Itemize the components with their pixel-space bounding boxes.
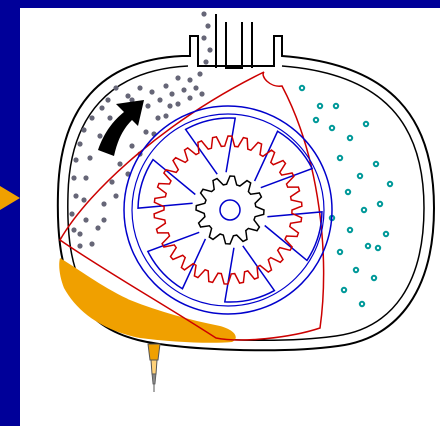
exhaust-bubble: [362, 208, 366, 212]
intake-dot: [167, 103, 172, 108]
rotation-arrow-icon: [98, 100, 144, 156]
intake-dot: [169, 91, 174, 96]
intake-dot: [83, 175, 88, 180]
exhaust-bubble: [358, 174, 362, 178]
intake-dot: [193, 85, 198, 90]
intake-dot: [81, 197, 86, 202]
exhaust-bubble: [346, 190, 350, 194]
intake-dot: [143, 129, 148, 134]
exhaust-bubble: [354, 268, 358, 272]
intake-dot: [117, 161, 122, 166]
exhaust-bubble: [388, 182, 392, 186]
intake-dot: [83, 217, 88, 222]
intake-dot: [205, 23, 210, 28]
exhaust-bubble: [366, 244, 370, 248]
exhaust-bubble: [342, 288, 346, 292]
intake-dot: [73, 193, 78, 198]
exhaust-bubble: [374, 162, 378, 166]
exhaust-bubble: [364, 122, 368, 126]
intake-dot: [107, 115, 112, 120]
intake-dot: [125, 93, 130, 98]
intake-dot: [157, 97, 162, 102]
intake-dot: [113, 85, 118, 90]
exhaust-gases: [300, 86, 392, 306]
intake-dot: [99, 105, 104, 110]
intake-dot: [101, 217, 106, 222]
intake-dot: [71, 227, 76, 232]
exhaust-bubble: [314, 118, 318, 122]
intake-dot: [145, 103, 150, 108]
intake-mixture: [69, 11, 212, 248]
pointer-triangle-icon: [0, 184, 22, 212]
intake-dot: [187, 95, 192, 100]
intake-dot: [97, 133, 102, 138]
intake-dot: [201, 11, 206, 16]
intake-dot: [207, 47, 212, 52]
exhaust-bubble: [384, 232, 388, 236]
intake-port: [216, 14, 252, 68]
intake-dot: [163, 83, 168, 88]
intake-dot: [187, 77, 192, 82]
intake-dot: [105, 97, 110, 102]
exhaust-bubble: [348, 136, 352, 140]
spark-plug-icon: [148, 344, 160, 392]
intake-dot: [199, 91, 204, 96]
diagram-panel: [20, 8, 440, 426]
intake-dot: [201, 35, 206, 40]
exhaust-bubble: [334, 104, 338, 108]
intake-dot: [71, 175, 76, 180]
intake-dot: [77, 231, 82, 236]
rotary-engine-diagram: [20, 8, 440, 426]
intake-dot: [155, 115, 160, 120]
rotor-spoke: [148, 232, 206, 288]
exhaust-bubble: [318, 104, 322, 108]
exhaust-bubble: [338, 250, 342, 254]
intake-dot: [109, 179, 114, 184]
intake-dot: [77, 141, 82, 146]
intake-dot: [203, 59, 208, 64]
intake-dot: [175, 75, 180, 80]
rotor-spoke: [186, 118, 236, 174]
exhaust-bubble: [376, 246, 380, 250]
intake-dot: [89, 115, 94, 120]
intake-dot: [81, 127, 86, 132]
intake-dot: [163, 113, 168, 118]
exhaust-bubble: [330, 126, 334, 130]
exhaust-bubble: [300, 86, 304, 90]
intake-dot: [87, 155, 92, 160]
intake-dot: [137, 85, 142, 90]
intake-dot: [89, 241, 94, 246]
intake-dot: [77, 243, 82, 248]
intake-dot: [149, 89, 154, 94]
eccentric-shaft: [220, 200, 240, 220]
exhaust-bubble: [338, 156, 342, 160]
intake-dot: [101, 201, 106, 206]
intake-dot: [113, 193, 118, 198]
intake-dot: [69, 211, 74, 216]
intake-dot: [175, 101, 180, 106]
intake-dot: [197, 71, 202, 76]
exhaust-bubble: [372, 276, 376, 280]
exhaust-bubble: [360, 302, 364, 306]
intake-dot: [95, 225, 100, 230]
oil-pool: [59, 258, 236, 343]
intake-dot: [129, 143, 134, 148]
intake-dot: [73, 157, 78, 162]
intake-dot: [181, 87, 186, 92]
exhaust-bubble: [348, 228, 352, 232]
exhaust-bubble: [378, 202, 382, 206]
